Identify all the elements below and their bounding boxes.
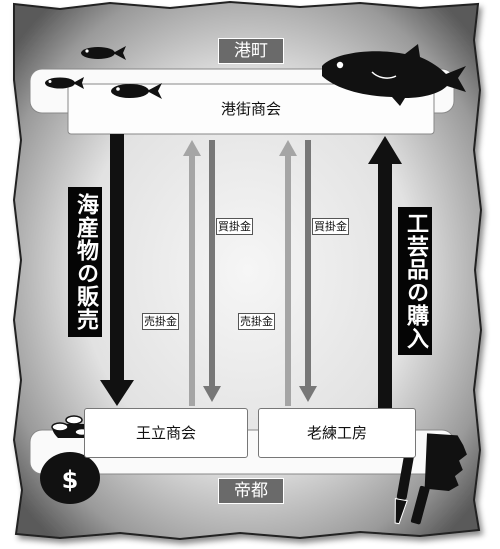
money-bag-icon: $ — [40, 415, 100, 504]
royal-guild-box: 王立商会 — [84, 408, 248, 458]
hammer-icon — [410, 433, 467, 525]
payable-tag-2: 買掛金 — [312, 218, 349, 235]
payable-tag-1: 買掛金 — [216, 218, 253, 235]
receivable-arrow-2 — [279, 140, 297, 406]
tuna-icon — [322, 44, 466, 106]
port-town-label: 港町 — [218, 38, 284, 64]
capital-label: 帝都 — [218, 478, 284, 504]
receivable-arrow-1 — [183, 140, 201, 406]
sales-arrow — [100, 134, 134, 406]
svg-text:$: $ — [62, 466, 79, 494]
purchase-label: 工芸品の購入 — [398, 207, 432, 355]
fish-icon — [45, 46, 162, 99]
sales-label: 海産物の販売 — [68, 187, 102, 337]
payable-arrow-2 — [299, 140, 317, 402]
purchase-arrow — [368, 136, 402, 408]
receivable-tag-1: 売掛金 — [142, 313, 179, 330]
payable-arrow-1 — [203, 140, 221, 402]
port-guild-label: 港街商会 — [220, 100, 281, 118]
receivable-tag-2: 売掛金 — [238, 313, 275, 330]
chisel-icon — [394, 452, 415, 525]
workshop-box: 老練工房 — [258, 408, 416, 458]
paper-background — [12, 0, 483, 541]
